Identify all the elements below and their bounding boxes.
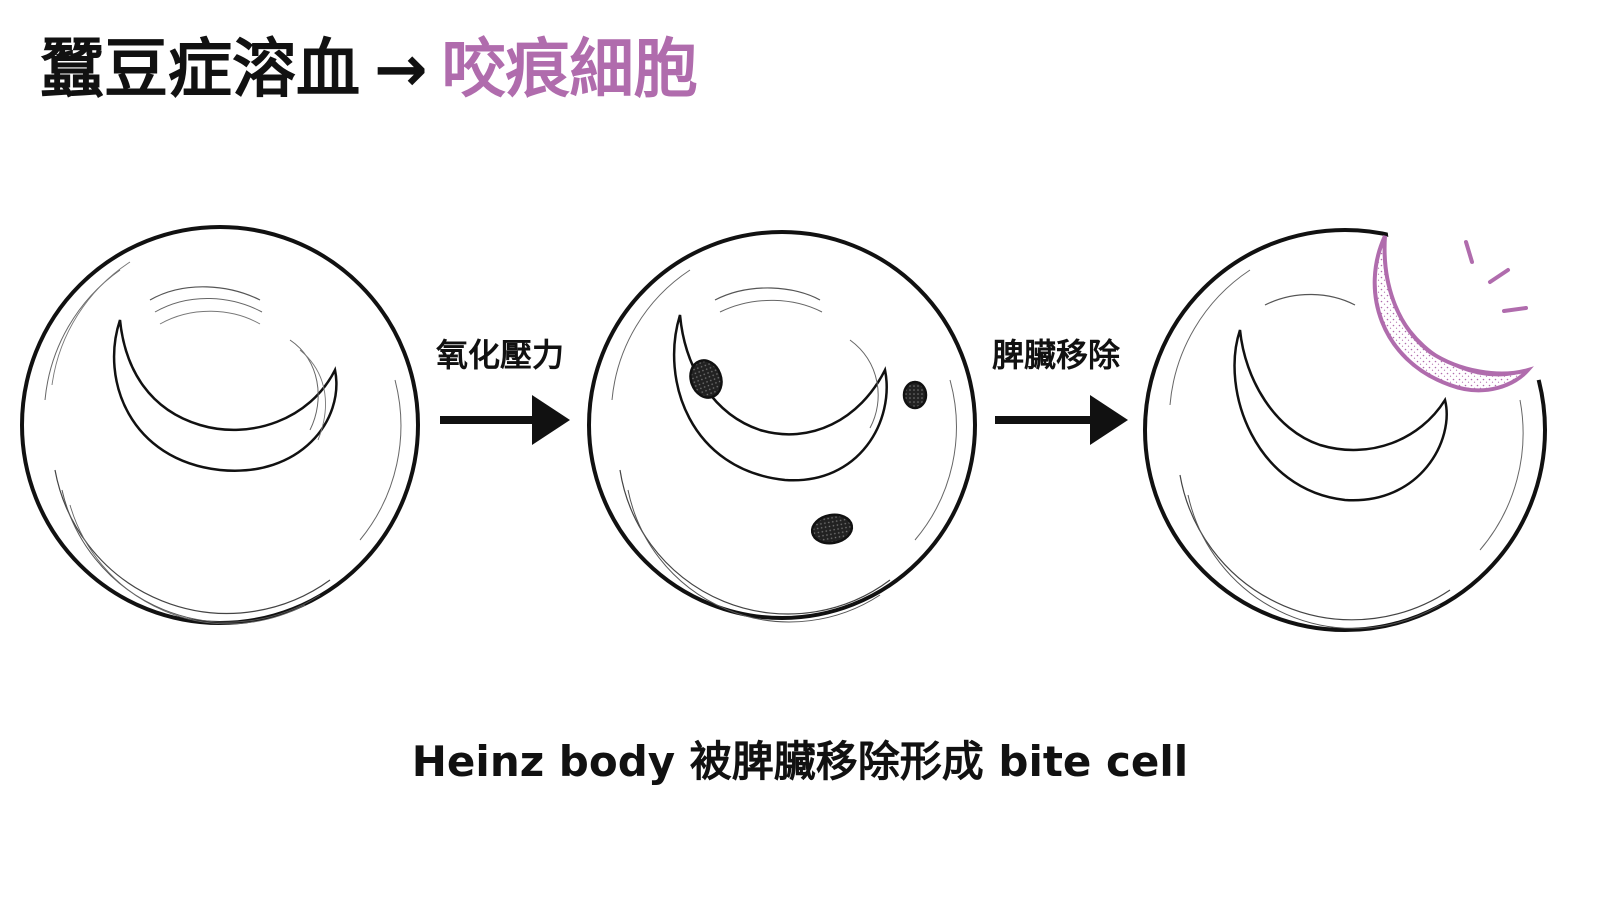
title-prefix: 蠶豆症溶血 xyxy=(40,33,360,107)
heinz-body-1 xyxy=(689,359,723,399)
bite-cell xyxy=(1143,228,1547,632)
arrow-oxidative-stress xyxy=(440,395,570,445)
heinz-body-3 xyxy=(810,513,854,545)
normal-red-blood-cell xyxy=(20,225,420,625)
page-title: 蠶豆症溶血→咬痕細胞 xyxy=(40,30,698,110)
title-highlight: 咬痕細胞 xyxy=(441,33,698,107)
step-label-splenic-removal: 脾臟移除 xyxy=(992,336,1121,374)
bite-mark-line-1 xyxy=(1464,240,1474,264)
bite-mark-line-2 xyxy=(1488,268,1510,284)
caption: Heinz body 被脾臟移除形成 bite cell xyxy=(411,737,1189,786)
title-arrow: → xyxy=(374,33,428,107)
arrow-splenic-removal xyxy=(995,395,1128,445)
bite-mark-line-3 xyxy=(1502,306,1528,313)
heinz-body-red-blood-cell xyxy=(587,230,977,623)
step-label-oxidative-stress: 氧化壓力 xyxy=(436,336,565,374)
heinz-body-2 xyxy=(902,380,928,410)
